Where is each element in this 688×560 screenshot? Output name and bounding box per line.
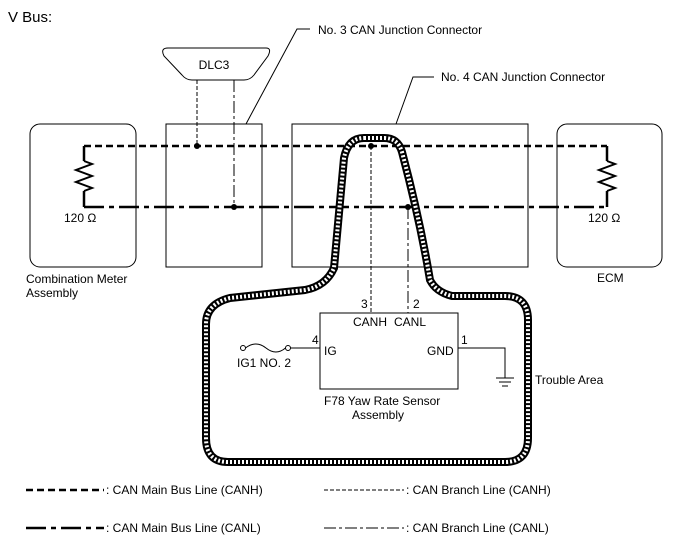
ig1-fuse-label: IG1 NO. 2 xyxy=(237,356,291,370)
ground-icon xyxy=(496,377,514,387)
gnd-wire xyxy=(458,347,506,378)
fuse-terminal-left xyxy=(240,345,246,351)
sensor-label-line2: Assembly xyxy=(352,408,404,422)
right-resistor-label: 120 Ω xyxy=(588,211,620,225)
sensor-label-line1: F78 Yaw Rate Sensor xyxy=(324,394,440,408)
ig-pin-label: IG xyxy=(324,344,337,358)
junction-dot-dlc3-canl xyxy=(231,204,237,210)
dlc3-connector-shape xyxy=(162,47,271,81)
junction-3-label: No. 3 CAN Junction Connector xyxy=(318,23,482,37)
diagram-title: V Bus: xyxy=(8,9,52,26)
legend-branch-canh: : CAN Branch Line (CANH) xyxy=(406,483,551,497)
pin-3-label: 3 xyxy=(361,297,368,311)
ecm-label: ECM xyxy=(597,271,624,285)
junction-4-leader-line xyxy=(395,76,434,125)
fuse-terminal-right xyxy=(285,345,291,351)
gnd-pin-label: GND xyxy=(427,344,454,358)
combination-meter-label-line1: Combination Meter xyxy=(26,272,127,286)
legend-branch-canl: : CAN Branch Line (CANL) xyxy=(406,521,549,535)
junction-dot-dlc3-canh xyxy=(194,143,200,149)
legend-main-canh: : CAN Main Bus Line (CANH) xyxy=(106,483,263,497)
junction-4-label: No. 4 CAN Junction Connector xyxy=(441,70,605,84)
ecm-box xyxy=(556,123,663,268)
left-resistor-label: 120 Ω xyxy=(64,211,96,225)
combination-meter-box xyxy=(29,123,137,268)
dlc3-label: DLC3 xyxy=(199,58,230,72)
trouble-area-label: Trouble Area xyxy=(535,373,604,387)
canh-pin-label: CANH xyxy=(353,315,387,329)
right-resistor-symbol xyxy=(596,160,618,192)
pin-1-label: 1 xyxy=(461,333,468,347)
junction-connector-3-box xyxy=(165,123,263,268)
pin-2-label: 2 xyxy=(413,297,420,311)
yaw-rate-sensor-box xyxy=(319,312,459,390)
left-resistor-symbol xyxy=(73,160,95,192)
fuse-icon xyxy=(245,343,286,353)
junction-3-leader-line xyxy=(245,28,310,125)
canl-pin-label: CANL xyxy=(394,315,426,329)
trouble-area-outline xyxy=(202,134,532,466)
pin-4-label: 4 xyxy=(312,333,319,347)
combination-meter-label-line2: Assembly xyxy=(26,286,78,300)
junction-connector-4-box xyxy=(291,123,529,268)
legend-main-canl: : CAN Main Bus Line (CANL) xyxy=(106,521,261,535)
